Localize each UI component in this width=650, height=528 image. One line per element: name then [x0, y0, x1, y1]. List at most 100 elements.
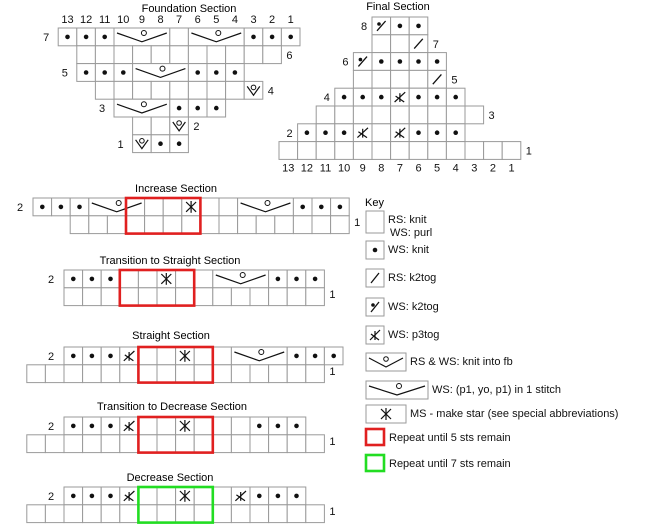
column-number: 9 — [360, 162, 366, 174]
stitch-cell — [88, 215, 108, 235]
knit-dot-icon — [434, 94, 440, 100]
row-number: 1 — [329, 289, 335, 301]
knit-dot-icon — [102, 34, 107, 40]
knit-dot-icon — [294, 276, 299, 282]
knit-dot-icon — [71, 276, 76, 282]
stitch-cell — [94, 80, 115, 100]
row-number: 2 — [193, 121, 199, 133]
stitch-cell — [193, 364, 214, 384]
column-number: 10 — [338, 162, 350, 174]
stitch-cell — [119, 364, 139, 384]
stitch-cell — [144, 215, 164, 235]
stitch-cell — [156, 416, 177, 436]
stitch-cell — [212, 504, 232, 524]
stitch-cell — [352, 141, 373, 160]
stitch-cell — [88, 197, 146, 217]
knit-dot-icon — [232, 70, 238, 75]
stitch-cell — [352, 105, 373, 125]
stitch-cell — [44, 434, 65, 454]
knit-dot-icon — [434, 130, 440, 135]
stitch-cell — [137, 416, 158, 436]
stitch-cell — [278, 141, 299, 160]
stitch-cell — [237, 197, 294, 217]
decrease-chart: 21 — [26, 485, 335, 524]
column-number: 1 — [288, 14, 294, 26]
stitch-cell — [132, 80, 152, 100]
stitch-cell — [212, 416, 232, 436]
stitch-cell — [230, 346, 288, 366]
row-number: 1 — [329, 366, 335, 378]
stitch-cell — [100, 364, 121, 384]
stitch-cell — [137, 269, 158, 289]
row-number: 3 — [99, 103, 105, 115]
knit-fb-circle-icon — [250, 84, 257, 91]
stitch-cell — [26, 364, 46, 384]
knit-dot-icon — [294, 423, 299, 429]
stitch-cell — [137, 504, 158, 524]
p1-yo-p1-icon — [135, 68, 186, 79]
stitch-cell — [26, 504, 46, 524]
p1-yo-p1-icon — [234, 351, 285, 362]
knit-dot-icon — [453, 94, 459, 100]
k2tog-dot-icon — [371, 303, 375, 307]
column-number: 12 — [301, 162, 313, 174]
knit-dot-icon — [251, 34, 256, 40]
stitch-cell — [162, 197, 183, 217]
knit-dot-icon — [294, 493, 299, 499]
stitch-cell — [262, 45, 282, 65]
knit-dot-icon — [195, 105, 200, 111]
stitch-cell — [305, 287, 325, 307]
k2tog-dot-icon — [358, 57, 363, 62]
p1-yo-p1-circle-icon — [140, 30, 147, 36]
stitch-cell — [199, 197, 220, 217]
knit-fb-circle-icon — [139, 138, 145, 144]
knit-fb-circle-icon — [176, 120, 182, 126]
stitch-cell — [218, 197, 239, 217]
stitch-cell — [181, 215, 201, 235]
stitch-cell — [390, 141, 410, 160]
column-number: 4 — [232, 14, 238, 26]
stitch-cell — [212, 486, 232, 506]
row-number: 2 — [48, 421, 54, 433]
stitch-cell — [137, 486, 158, 506]
knit-dot-icon — [269, 34, 275, 40]
stitch-cell — [230, 504, 251, 524]
knit-dot-icon — [416, 94, 421, 100]
stitch-cell — [225, 80, 245, 100]
stitch-cell — [193, 504, 214, 524]
row-number: 5 — [62, 68, 68, 80]
stitch-cell — [156, 434, 177, 454]
stitch-cell — [76, 45, 96, 65]
knit-dot-icon — [158, 141, 163, 146]
p3tog-line-icon — [395, 95, 405, 103]
column-number: 2 — [269, 14, 275, 26]
knit-fb-icon — [246, 86, 261, 97]
stitch-cell — [193, 287, 214, 307]
stitch-cell — [82, 504, 102, 524]
k2tog-slash-icon — [376, 20, 387, 32]
stitch-cell — [150, 80, 171, 100]
foundation-title: Foundation Section — [142, 3, 237, 15]
knit-fb-circle-icon — [383, 356, 389, 362]
stitch-cell — [315, 141, 336, 160]
k2tog-slash-icon — [370, 272, 380, 284]
stitch-cell — [63, 287, 84, 307]
stitch-cell — [156, 346, 177, 366]
knit-dot-icon — [257, 493, 262, 499]
stitch-cell — [315, 105, 336, 125]
stitch-cell — [169, 45, 189, 65]
p1-yo-p1-icon — [240, 202, 291, 213]
column-number: 13 — [61, 14, 73, 26]
knit-dot-icon — [89, 353, 95, 359]
p1-yo-p1-circle-icon — [239, 272, 246, 278]
row-number: 2 — [287, 128, 293, 140]
stitch-cell — [212, 364, 232, 384]
key-title: Key — [365, 197, 384, 209]
stitch-cell — [137, 287, 158, 307]
knit-dot-icon — [77, 204, 82, 210]
key-label: RS: knit — [388, 214, 427, 226]
p1-yo-p1-circle-icon — [159, 65, 166, 72]
stitch-cell — [119, 504, 139, 524]
final-title: Final Section — [366, 1, 430, 13]
